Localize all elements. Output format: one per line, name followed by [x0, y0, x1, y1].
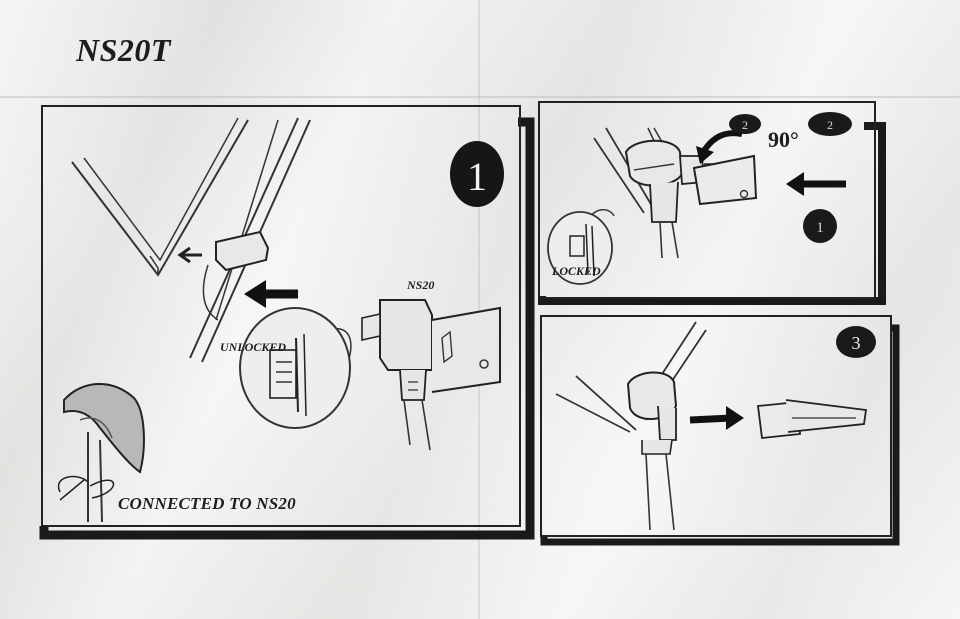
label-connected-to-ns20: CONNECTED TO NS20	[118, 494, 296, 513]
instruction-panel-3: 3	[536, 310, 904, 546]
label-unlocked: UNLOCKED	[220, 340, 287, 354]
panel-3-illustration: 3	[540, 315, 900, 546]
angle-label: 90°	[768, 127, 799, 152]
instruction-panel-2: 2 2 1 90° LOCKED	[534, 98, 894, 310]
step-number-3: 3	[852, 333, 861, 353]
label-locked: LOCKED	[552, 264, 601, 278]
sub-step-number-1: 1	[816, 220, 824, 236]
sub-step-number-2-near-angle: 2	[742, 118, 748, 132]
fold-crease-horizontal	[0, 96, 960, 98]
label-ns20: NS20	[407, 278, 435, 292]
document-title: NS20T	[76, 32, 171, 68]
fold-crease-vertical	[478, 0, 480, 619]
step-number-1: 1	[467, 154, 487, 199]
panel-2-illustration: 2 2 1	[538, 101, 886, 305]
instruction-panel-1: 1 NS20 UNLOCKED CONNECTED TO NS20	[30, 100, 535, 540]
panel-1-illustration: 1	[39, 105, 535, 540]
step-number-2: 2	[827, 118, 833, 132]
